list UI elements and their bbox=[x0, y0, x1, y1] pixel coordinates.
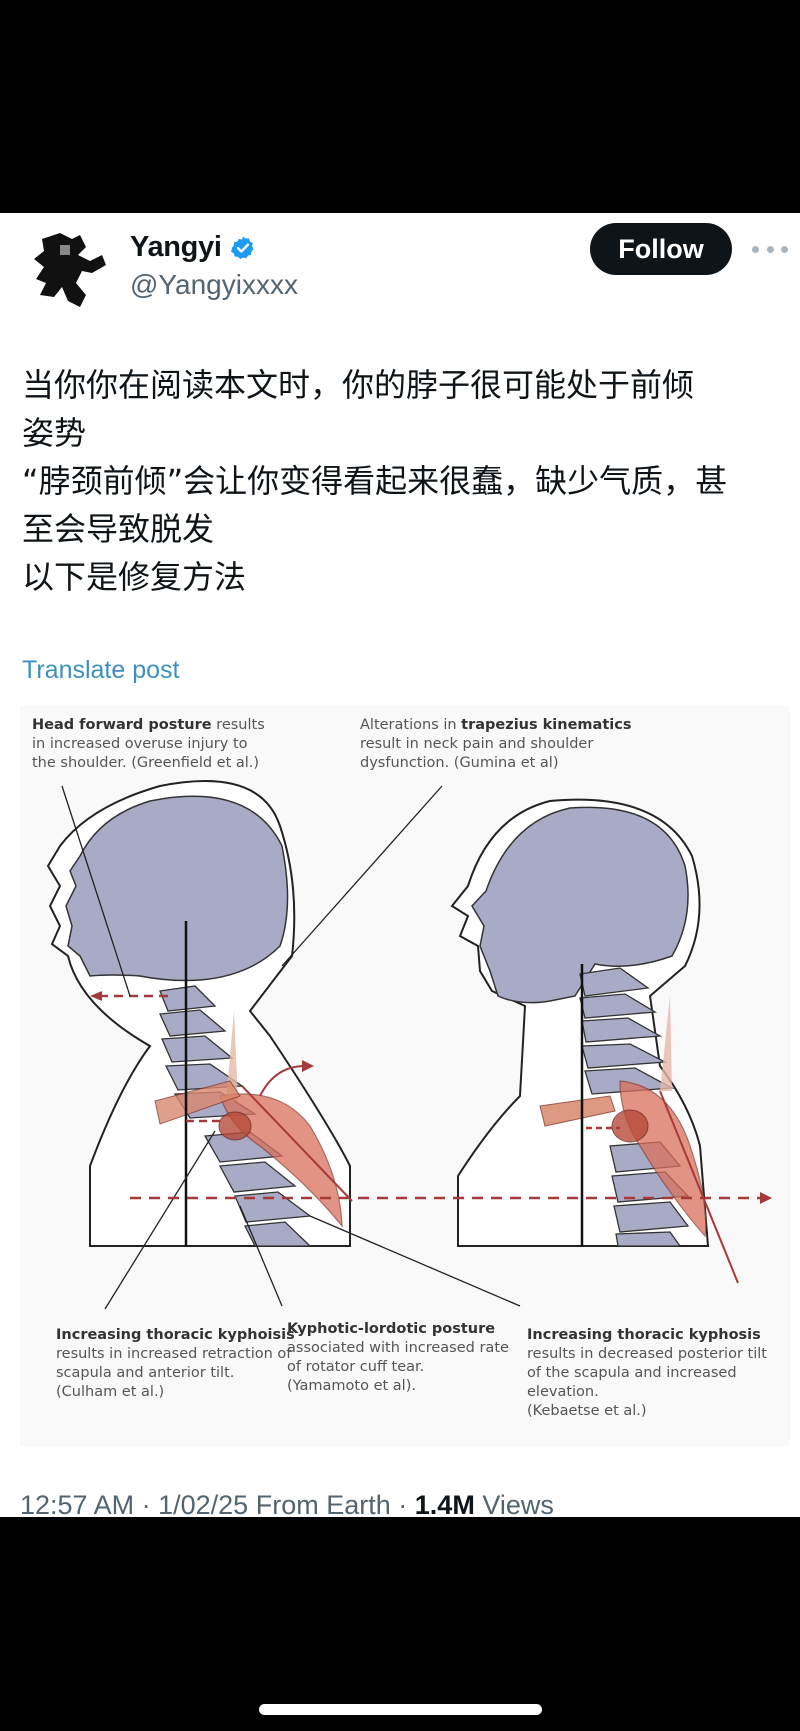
post-line: 当你你在阅读本文时，你的脖子很可能处于前倾 bbox=[22, 366, 695, 404]
running-figure-icon bbox=[34, 233, 106, 307]
caption-thoracic-kyphoisis: Increasing thoracic kyphoisis results in… bbox=[56, 1327, 295, 1400]
author-name-row: Yangyi bbox=[130, 231, 256, 264]
top-black-bar bbox=[0, 0, 800, 213]
right-figure bbox=[450, 798, 739, 1284]
post-location: From Earth bbox=[255, 1490, 391, 1517]
caption-kyphotic-lordotic-posture: Kyphotic-lordotic posture associated wit… bbox=[287, 1321, 509, 1394]
verified-badge-icon bbox=[230, 236, 254, 259]
post-line: 至会导致脱发 bbox=[22, 510, 215, 548]
more-options-button[interactable] bbox=[752, 239, 788, 259]
post-line: “脖颈前倾”会让你变得看起来很蠢，缺少气质，甚 bbox=[22, 462, 728, 500]
home-indicator[interactable] bbox=[259, 1704, 542, 1715]
post-line: 以下是修复方法 bbox=[22, 558, 247, 596]
bottom-black-bar bbox=[0, 1517, 800, 1731]
ellipsis-icon bbox=[766, 245, 774, 253]
display-name[interactable]: Yangyi bbox=[130, 231, 222, 263]
translate-post-link[interactable]: Translate post bbox=[22, 656, 180, 684]
post-text: 当你你在阅读本文时，你的脖子很可能处于前倾 姿势 “脖颈前倾”会让你变得看起来很… bbox=[22, 361, 792, 601]
posture-illustration[interactable]: Head forward posture results in increase… bbox=[20, 706, 790, 1446]
left-figure bbox=[46, 780, 521, 1310]
ellipsis-icon bbox=[752, 245, 759, 253]
post-card: Yangyi @Yangyixxxx Follow 当你你在阅读本文时，你的脖子… bbox=[0, 213, 800, 1517]
caption-trapezius-kinematics: Alterations in trapezius kinematics resu… bbox=[360, 717, 632, 771]
caption-thoracic-kyphosis: Increasing thoracic kyphosis results in … bbox=[527, 1327, 767, 1419]
avatar[interactable] bbox=[20, 225, 112, 317]
views-label: Views bbox=[482, 1490, 554, 1517]
follow-button[interactable]: Follow bbox=[590, 223, 732, 275]
post-line: 姿势 bbox=[22, 414, 87, 452]
posture-diagram bbox=[46, 780, 772, 1310]
post-metadata: 12:57 AM · 1/02/25 From Earth · 1.4M Vie… bbox=[20, 1490, 554, 1517]
ellipsis-icon bbox=[781, 245, 788, 253]
caption-head-forward-posture: Head forward posture results in increase… bbox=[32, 717, 265, 771]
post-time[interactable]: 12:57 AM bbox=[20, 1490, 135, 1517]
views-count[interactable]: 1.4M bbox=[414, 1490, 475, 1517]
author-handle[interactable]: @Yangyixxxx bbox=[130, 269, 298, 300]
post-date[interactable]: 1/02/25 bbox=[158, 1490, 249, 1517]
